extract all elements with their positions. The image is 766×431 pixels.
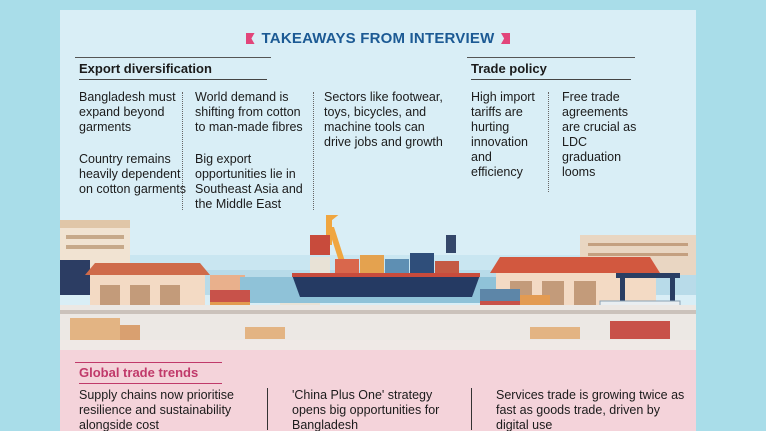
export-point: World demand is shifting from cotton to … [195, 90, 303, 134]
trend-divider [267, 388, 268, 430]
trade-point: High import tariffs are hurting innovati… [471, 90, 535, 179]
trade-point: Free trade agreements are crucial as LDC… [562, 90, 637, 179]
global-trade-trends-heading: Global trade trends [74, 362, 223, 384]
dotted-divider [548, 92, 549, 192]
dotted-divider [313, 92, 314, 210]
export-point: Big export opportunities lie in Southeas… [195, 152, 303, 211]
trend-item: Supply chains now prioritise resilience … [79, 388, 234, 431]
infographic-panel: TAKEAWAYS FROM INTERVIEW Export diversif… [60, 10, 696, 431]
trend-item: Services trade is growing twice as fast … [496, 388, 685, 431]
infographic-title: TAKEAWAYS FROM INTERVIEW [261, 30, 495, 47]
export-point: Sectors like footwear, toys, bicycles, a… [324, 90, 443, 149]
export-point: Country remains heavily dependent on cot… [79, 152, 187, 196]
port-illustration [60, 215, 696, 360]
flag-icon [501, 33, 510, 44]
trade-policy-heading: Trade policy [467, 57, 635, 80]
infographic-title-row: TAKEAWAYS FROM INTERVIEW [60, 30, 696, 47]
export-point: Bangladesh must expand beyond garments [79, 90, 176, 134]
global-trade-trends-section: Global trade trends Supply chains now pr… [60, 350, 696, 431]
trend-item: 'China Plus One' strategy opens big oppo… [292, 388, 440, 431]
flag-icon [245, 33, 255, 44]
trend-divider [471, 388, 472, 430]
export-diversification-heading: Export diversification [75, 57, 271, 80]
dotted-divider [182, 92, 183, 210]
